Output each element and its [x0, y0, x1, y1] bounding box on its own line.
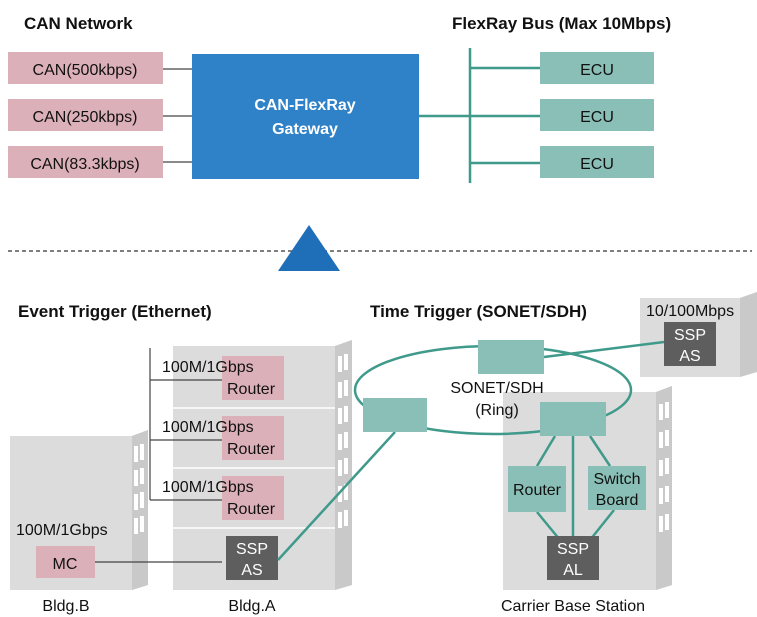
ecu-2: ECU: [540, 99, 654, 131]
up-triangle-icon: [278, 225, 340, 271]
ecu-label: ECU: [580, 62, 614, 79]
router-1: 100M/1Gbps Router: [162, 356, 284, 400]
ssp-label: SSP: [236, 541, 268, 558]
gateway-label-line2: Gateway: [272, 121, 338, 138]
can-node-83: CAN(83.3kbps): [8, 146, 163, 178]
ring-label-line1: SONET/SDH: [450, 380, 543, 397]
bldg-a-ssp-as: SSP AS: [226, 536, 278, 580]
carrier-switch-board: Switch Board: [588, 466, 646, 510]
can-node-250: CAN(250kbps): [8, 99, 163, 131]
ring-label-line2: (Ring): [475, 402, 519, 419]
sonet-node-bldg-a: [363, 398, 427, 432]
router-speed: 100M/1Gbps: [162, 419, 254, 436]
carrier-router: Router: [508, 466, 566, 512]
ethernet-links: [95, 348, 222, 563]
can-node-label: CAN(83.3kbps): [30, 156, 139, 173]
ecu-1: ECU: [540, 52, 654, 84]
carrier-router-label: Router: [513, 482, 562, 499]
label-bldg-a: Bldg.A: [228, 598, 275, 615]
ecu-label: ECU: [580, 156, 614, 173]
al-label: AL: [563, 562, 583, 579]
router-label: Router: [227, 441, 276, 458]
ecu-3: ECU: [540, 146, 654, 178]
switch-label-line2: Board: [596, 492, 639, 509]
bldg-b-mc: MC: [36, 546, 95, 578]
can-node-500: CAN(500kbps): [8, 52, 163, 84]
can-network-title: CAN Network: [24, 14, 133, 33]
carrier-ssp-al: SSP AL: [547, 536, 599, 580]
as-label: AS: [241, 562, 262, 579]
flexray-bus-lines: [419, 48, 540, 183]
time-trigger-title: Time Trigger (SONET/SDH): [370, 302, 587, 321]
label-carrier-base-station: Carrier Base Station: [501, 598, 645, 615]
switch-label-line1: Switch: [593, 471, 640, 488]
remote-speed: 10/100Mbps: [646, 303, 734, 320]
label-bldg-b: Bldg.B: [42, 598, 89, 615]
router-3: 100M/1Gbps Router: [162, 476, 284, 520]
sonet-links: [277, 340, 665, 561]
sonet-node-carrier: [540, 402, 606, 436]
carrier-base-station-building: [503, 386, 672, 590]
can-node-label: CAN(500kbps): [33, 62, 138, 79]
flexray-bus-title: FlexRay Bus (Max 10Mbps): [452, 14, 671, 33]
ssp-label: SSP: [557, 541, 589, 558]
event-trigger-title: Event Trigger (Ethernet): [18, 302, 212, 321]
router-label: Router: [227, 381, 276, 398]
router-2: 100M/1Gbps Router: [162, 416, 284, 460]
ssp-label: SSP: [674, 327, 706, 344]
router-speed: 100M/1Gbps: [162, 359, 254, 376]
can-links: [163, 68, 192, 163]
can-node-label: CAN(250kbps): [33, 109, 138, 126]
sonet-node-top: [478, 340, 544, 374]
router-speed: 100M/1Gbps: [162, 479, 254, 496]
remote-ssp-as: SSP AS: [664, 322, 716, 366]
can-flexray-gateway: CAN-FlexRay Gateway: [192, 54, 419, 179]
bldg-b-speed: 100M/1Gbps: [16, 522, 108, 539]
router-label: Router: [227, 501, 276, 518]
gateway-label-line1: CAN-FlexRay: [254, 97, 355, 114]
mc-label: MC: [53, 556, 78, 573]
as-label: AS: [679, 348, 700, 365]
ecu-label: ECU: [580, 109, 614, 126]
